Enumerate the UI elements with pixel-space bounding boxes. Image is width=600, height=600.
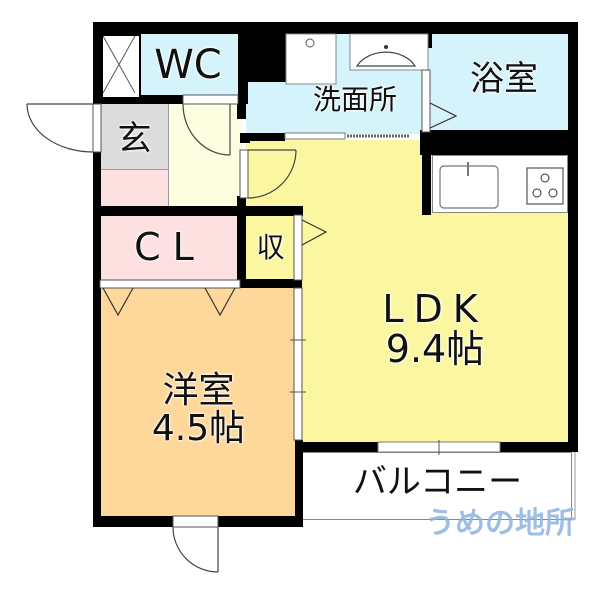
ldk-name: LDK [382,287,488,332]
western-room-label: 洋室 4.5帖 [100,360,297,460]
kitchen-counter [432,155,568,213]
washroom-label-text: 洗面所 [312,83,397,117]
washroom-label: 洗面所 [290,80,420,120]
balcony [300,452,572,520]
wall-ventilation [101,34,141,99]
wc-label: WC [137,34,239,96]
wall-laundry-left [248,22,286,82]
storage-label-text: 収 [256,230,285,264]
wall-left [93,22,101,527]
wc-label-text: WC [154,42,222,88]
wall-ldk-bottom-left [296,442,378,452]
bathroom-label: 浴室 [440,50,568,110]
closet-room [100,215,240,280]
wall-wc-bottom [93,95,183,104]
storage-label: 収 [247,215,294,280]
wall-bath-left [428,34,432,48]
wall-hall-right [237,95,246,119]
watermark: うめの地所 [425,498,600,541]
balcony-label-text: バルコニー [352,462,523,503]
bathroom-label-text: 浴室 [470,59,538,100]
balcony-label: バルコニー [310,458,565,508]
wall-kitchen-left [422,130,431,215]
wall-top [93,22,578,34]
wc-room [137,34,239,96]
wall-cl-top [93,206,303,216]
watermark-text: うめの地所 [425,506,575,541]
bathroom-room [430,34,570,132]
wall-cl-bottom [240,279,302,288]
wall-right [568,22,578,450]
western-room-name: 洋室 [162,370,235,412]
wall-bottom-right [218,516,303,527]
wall-bottom-left [93,516,173,527]
wall-wc-right [238,22,248,104]
entrance-step [100,170,169,206]
wall-laundry-bottom2 [240,133,285,141]
wall-ldk-bottom-right [500,442,578,452]
entrance-label: 玄 [100,110,169,170]
entrance-floor [100,104,169,170]
ldk-size: 9.4帖 [385,327,485,371]
closet-label-text: CL [134,224,206,269]
wall-kitchen-top [420,130,570,155]
western-room-size: 4.5帖 [151,408,246,449]
closet-label: CL [100,215,240,280]
entrance-label-text: 玄 [117,119,152,160]
ldk-label: LDK 9.4帖 [330,280,540,380]
wall-hall-right2 [237,196,246,286]
wall-bedroom-right [295,440,303,527]
ldk-lower-mask [246,280,298,450]
